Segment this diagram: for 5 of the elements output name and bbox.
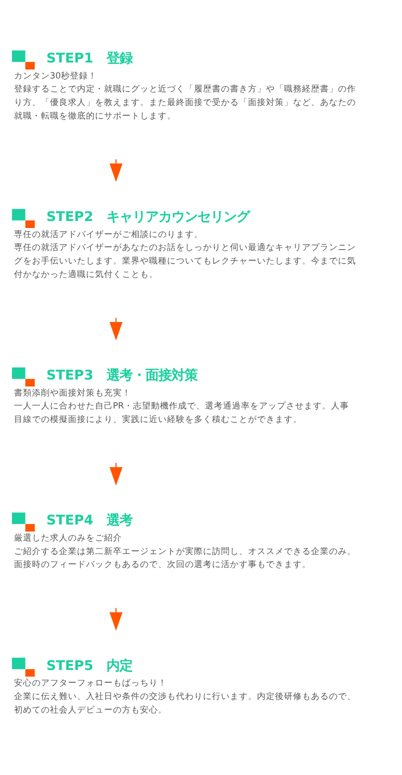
node-text: STEP4 選考 厳選した求人のみをご紹介 ご紹介する企業は第二新卒エージェントが実際に訪問し、オススメできる企業のみ。面接時のフィードバックもあるので、次回の選考に活かす事もできます。: [14, 514, 356, 570]
node-text: STEP5 内定 安心のアフターフォローもばっちり！ 企業に伝え難い、入社日や条件の交渉も代わりに行います。内定後研修もあるので、初めての社会人デビューの方も安心。: [14, 658, 356, 716]
node-text: STEP2 キャリアカウンセリング 専任の就活アドバイザーがご相談にのります。 専任の就活アドバイザーがあなたのお話をしっかりと伺い最適なキャリアプランニングをお手伝いいたします。業界や職種についてもレクチャーいたします。今までに気付かなかった適職に気付くことも。: [14, 210, 356, 280]
node-text: STEP1 登録 カンタン30秒登録！ 登録することで内定・就職にグッと近づく「履歴書の書き方」や「職務経歴書」の作り方、「優良求人」を教えます。また最終面接で受かる「面接対策」など、あなたの就職・転職を徹底的にサポートします。: [14, 52, 356, 122]
node-text: STEP3 選考・面接対策 書類添削や面接対策も充実！ 一人一人に合わせた自己PR・志望動機作成で、選考通過率をアップさせます。人事目線での模擬面接により、実践に近い経験を多く積むことができます。: [14, 368, 350, 426]
